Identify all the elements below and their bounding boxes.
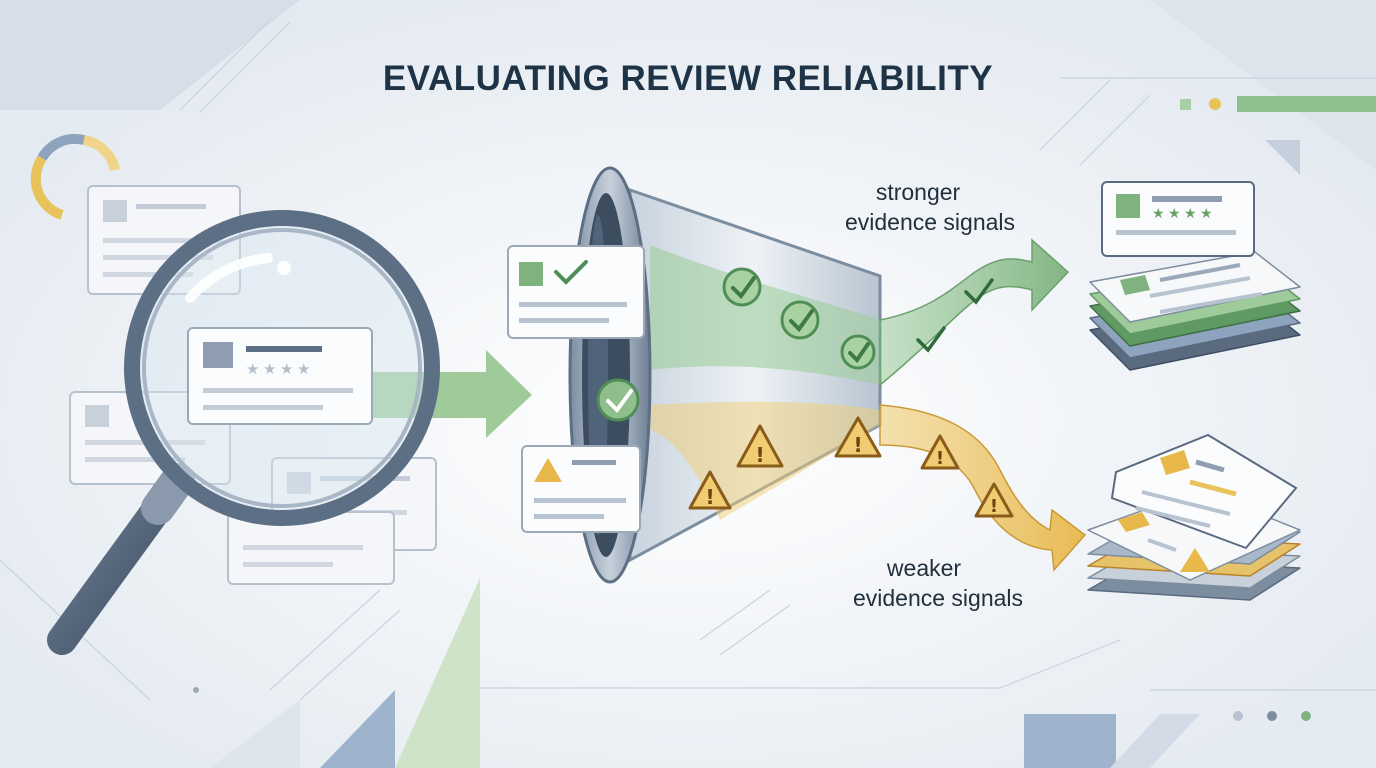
svg-text:★: ★ <box>280 360 293 378</box>
review-card-icon: ★★★★ <box>187 327 373 425</box>
svg-text:!: ! <box>705 485 714 509</box>
svg-text:★: ★ <box>1184 206 1197 222</box>
page-title: EVALUATING REVIEW RELIABILITY <box>383 59 993 98</box>
svg-text:★: ★ <box>1168 206 1181 222</box>
weaker-label-line2: evidence signals <box>853 585 1023 611</box>
stronger-label-line2: evidence signals <box>845 209 1015 235</box>
svg-text:★: ★ <box>1152 206 1165 222</box>
svg-text:★: ★ <box>297 360 310 378</box>
check-icon <box>840 334 876 370</box>
star-icon: ★★★★ <box>1152 206 1213 222</box>
warning-marks: ! ! ! <box>705 433 862 509</box>
svg-text:!: ! <box>755 443 764 467</box>
svg-text:★: ★ <box>246 360 259 378</box>
stack-icon <box>1089 251 1301 371</box>
check-icon <box>596 378 640 422</box>
review-card-icon: ★★★★ <box>1101 181 1255 257</box>
star-icon: ★★★★ <box>246 360 310 378</box>
review-card-icon <box>507 245 645 339</box>
svg-text:!: ! <box>936 448 944 469</box>
check-icon <box>722 267 762 307</box>
review-card-icon <box>1110 433 1298 550</box>
svg-text:★: ★ <box>263 360 276 378</box>
stronger-flow-arrow <box>879 238 1070 387</box>
svg-text:★: ★ <box>1200 206 1213 222</box>
svg-text:!: ! <box>853 433 862 457</box>
review-card-icon <box>87 185 241 295</box>
arrow-right-icon <box>360 350 532 438</box>
review-card-icon <box>521 445 641 533</box>
donut-chart-icon <box>30 133 120 220</box>
warning-icon <box>688 416 882 510</box>
stronger-label-line1: stronger <box>876 179 961 205</box>
weaker-flow-arrow: ! ! <box>879 404 1087 572</box>
svg-text:!: ! <box>990 496 998 517</box>
weaker-label-line1: weaker <box>886 555 961 581</box>
check-icon <box>780 300 820 340</box>
